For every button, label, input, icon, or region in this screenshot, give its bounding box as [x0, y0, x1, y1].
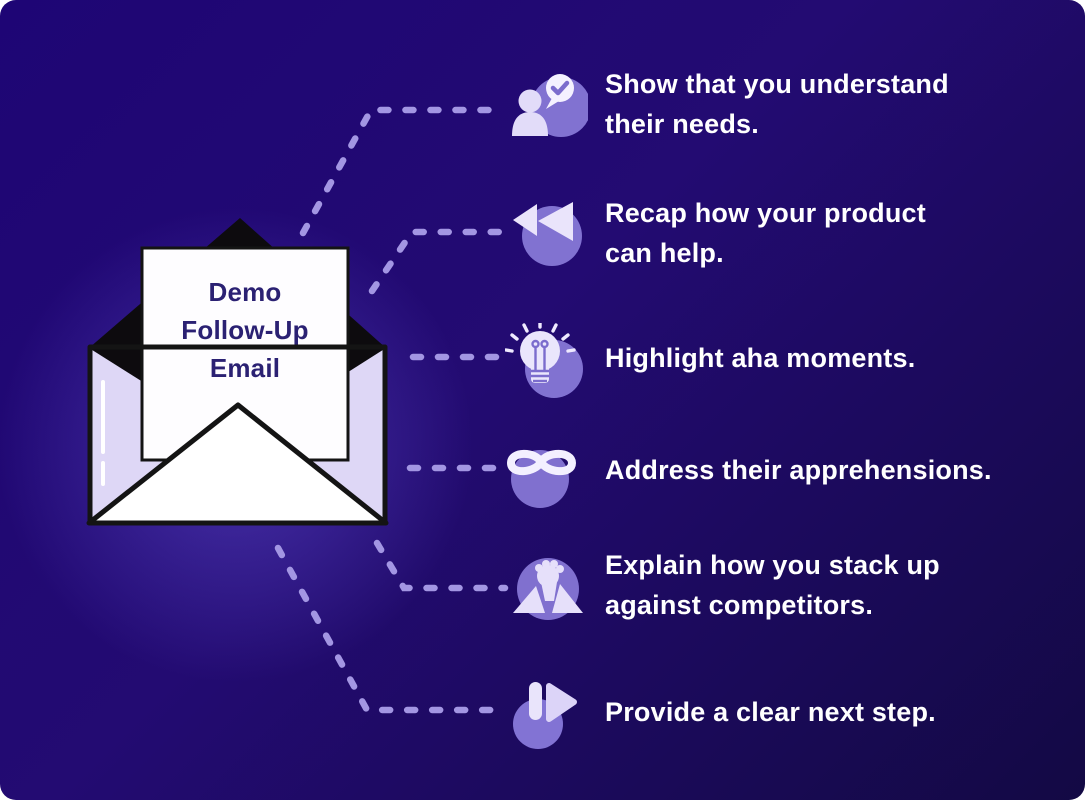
item-5-text: Explain how you stack up against competi…: [605, 545, 940, 625]
lightbulb-icon: [505, 323, 583, 398]
item-text-line: Explain how you stack up: [605, 550, 940, 580]
envelope-title: Demo Follow-Up Email: [142, 273, 348, 387]
item-4-text: Address their apprehensions.: [605, 450, 992, 490]
item-text-line: Provide a clear next step.: [605, 697, 936, 727]
item-6-text: Provide a clear next step.: [605, 692, 936, 732]
item-text-line: Recap how your product: [605, 198, 926, 228]
clasped-hands: [535, 560, 564, 601]
rewind-icon: [513, 202, 582, 266]
envelope-title-line: Follow-Up: [181, 315, 309, 345]
lightbulb-filament: [531, 339, 549, 383]
item-text-line: against competitors.: [605, 590, 874, 620]
infinity-icon: [507, 449, 576, 508]
envelope-title-line: Demo: [208, 277, 282, 307]
item-text-line: Address their apprehensions.: [605, 455, 992, 485]
envelope-illustration: [86, 218, 389, 526]
item-2-text: Recap how your product can help.: [605, 193, 926, 273]
user-check-icon: [512, 74, 588, 137]
item-text-line: can help.: [605, 238, 724, 268]
item-text-line: their needs.: [605, 109, 759, 139]
item-text-line: Show that you understand: [605, 69, 949, 99]
lightbulb-rays: [505, 323, 576, 353]
connector-line-5: [373, 539, 509, 592]
arm-wrestling-icon: [513, 558, 583, 620]
connector-line-1: [299, 106, 509, 237]
item-text-line: Highlight aha moments.: [605, 343, 916, 373]
item-1-text: Show that you understand their needs.: [605, 64, 949, 144]
connector-line-2: [368, 228, 509, 295]
connector-line-6: [274, 544, 509, 714]
envelope-title-line: Email: [209, 353, 281, 383]
play-next-icon: [513, 682, 577, 749]
item-3-text: Highlight aha moments.: [605, 338, 915, 378]
envelope-border: [87, 344, 388, 526]
